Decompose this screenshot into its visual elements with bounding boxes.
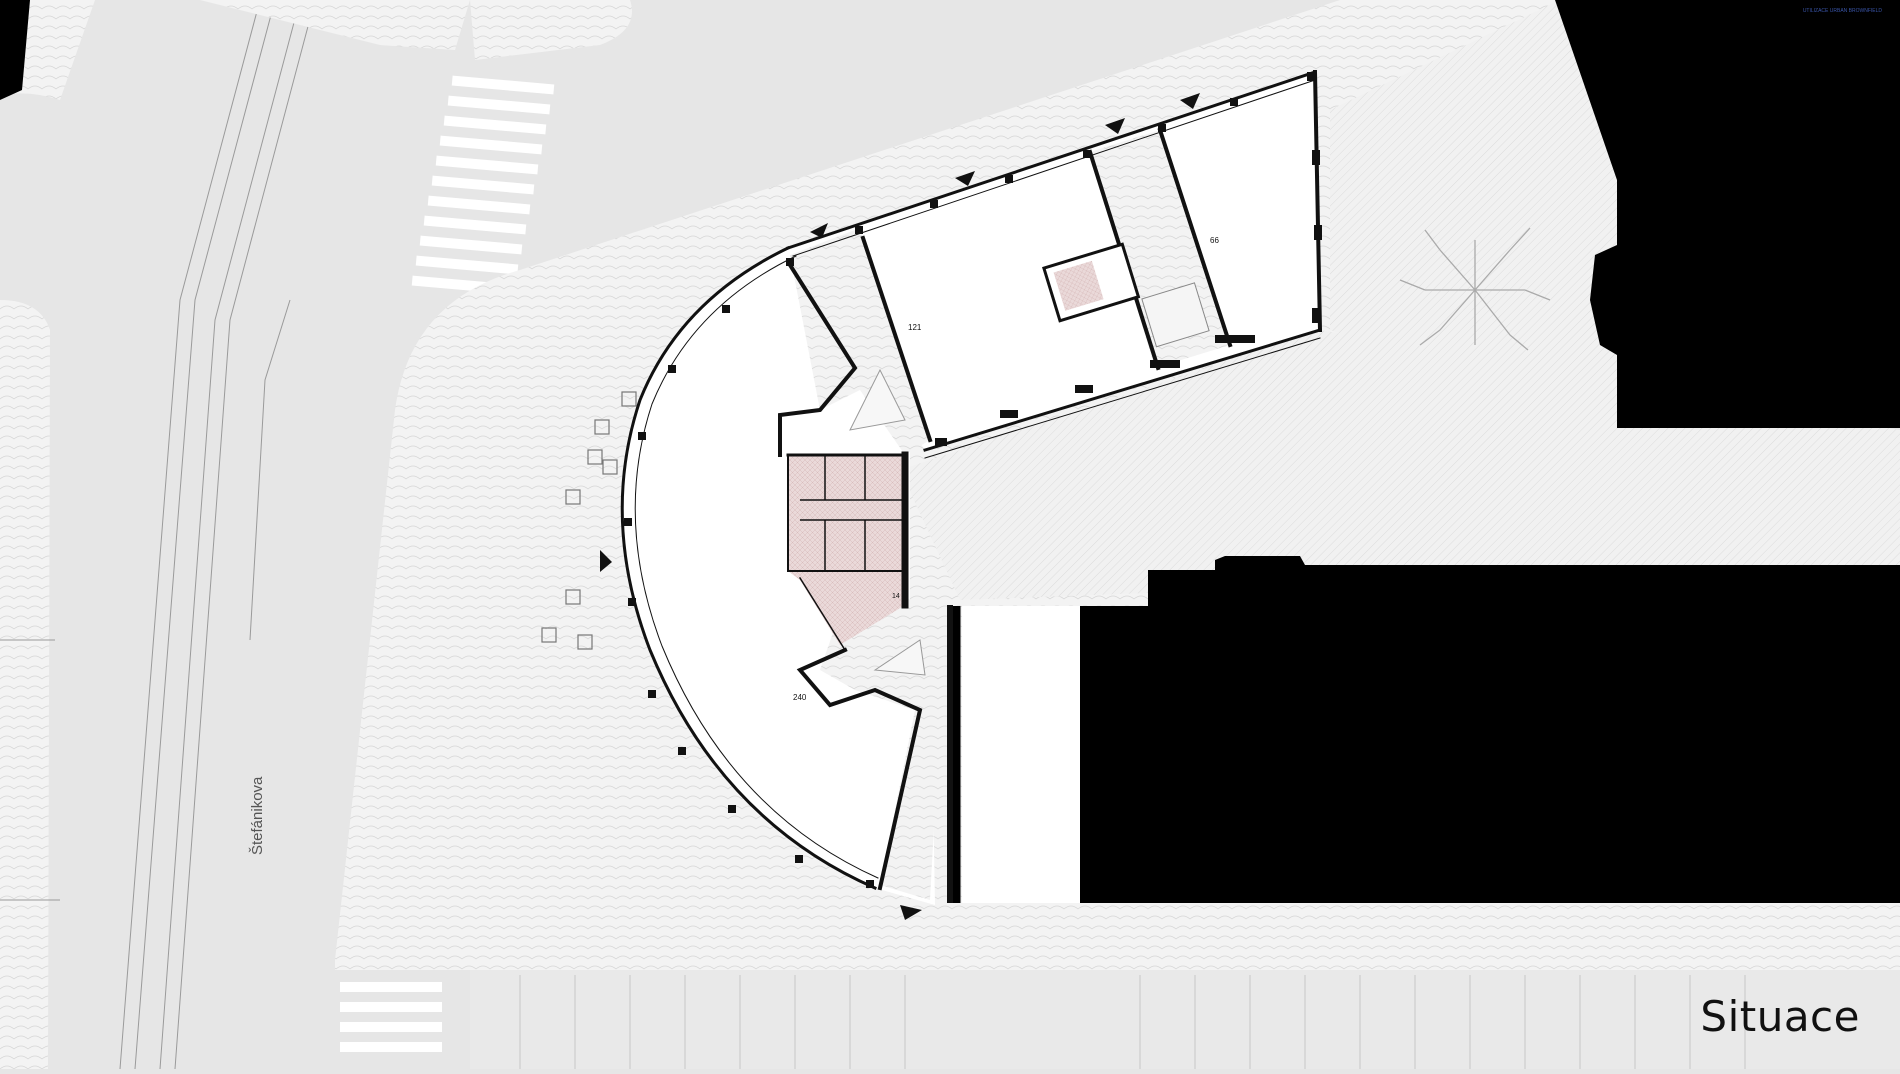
wing-semicircle: [622, 248, 935, 905]
parking-lines: [519, 975, 1746, 1069]
sheet-title: Situace: [1700, 992, 1860, 1041]
triangle-void-b: [873, 639, 926, 676]
lift-core: [1042, 242, 1141, 323]
passage: [962, 606, 1080, 903]
facade-columns: [624, 72, 1322, 888]
triangle-void-a: [849, 368, 906, 431]
road-lines: [0, 0, 316, 1070]
room-14-label: 14: [892, 593, 900, 600]
courtyard-upper: [1330, 0, 1620, 430]
top-sidewalk: [200, 0, 470, 50]
room-121-label: 121: [908, 323, 922, 332]
neighbour-building-top-right: [1555, 0, 1900, 428]
entrance-arrow-icon: [600, 93, 1200, 920]
circulation-a: [790, 228, 930, 455]
wc-partitions: [800, 455, 905, 571]
main-building: [620, 69, 1323, 905]
zebra-crossing-bottom: [340, 982, 442, 1052]
neighbour-building-bottom-right: [1080, 556, 1900, 903]
stair: [1141, 282, 1210, 348]
wc-lobby: [788, 571, 905, 645]
table-chairs-icon: [541, 391, 637, 650]
wc-block: [788, 455, 905, 571]
corner-note: UTILIZACE URBAN BROWNFIELD: [1802, 8, 1882, 14]
top-right-island: [470, 0, 632, 60]
room-66-label: 66: [1210, 236, 1219, 245]
circulation-c: [820, 555, 945, 900]
walls: [620, 69, 1323, 903]
left-sidewalk-lower: [0, 300, 50, 1069]
zebra-crossing-top: [411, 75, 555, 295]
room-240-label: 240: [793, 693, 807, 702]
street-name: Štefánikova: [249, 776, 266, 855]
neighbour-building-top-left: [0, 0, 30, 100]
tree-icon: [1399, 227, 1551, 351]
bottom-street: [470, 970, 1900, 1069]
